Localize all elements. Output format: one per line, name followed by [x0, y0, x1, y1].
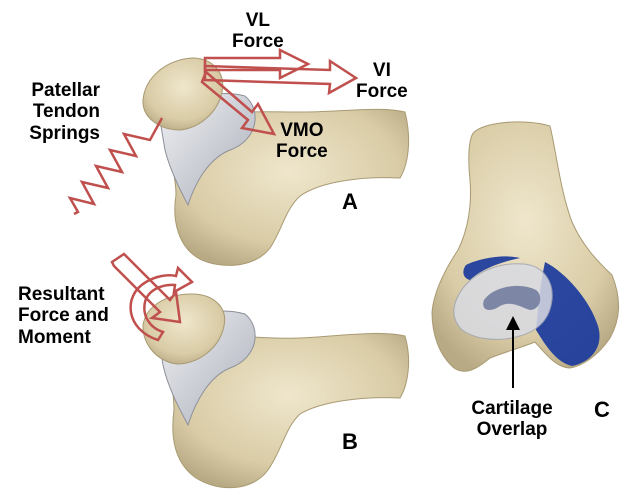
panel-a-label: A [342, 190, 358, 215]
vi-force-label-line2: Force [356, 81, 408, 102]
vmo-force-label: VMO Force [276, 120, 328, 163]
vmo-force-label-line1: VMO [276, 120, 328, 141]
patellar-tendon-label-line3: Springs [6, 123, 100, 144]
vi-force-label-line1: VI [356, 60, 408, 81]
vl-force-label-line1: VL [232, 10, 284, 31]
cartilage-label-line1: Cartilage [460, 398, 564, 419]
panel-b-label: B [342, 430, 358, 455]
vmo-force-label-line2: Force [276, 141, 328, 162]
resultant-label-line3: Moment [18, 327, 109, 348]
vl-force-label-line2: Force [232, 31, 284, 52]
vl-force-label: VL Force [232, 10, 284, 53]
vi-force-label: VI Force [356, 60, 408, 103]
cartilage-overlap-label: Cartilage Overlap [460, 398, 564, 441]
patellar-tendon-label-line2: Tendon [6, 101, 100, 122]
resultant-label-line1: Resultant [18, 284, 109, 305]
patellar-tendon-springs-label: Patellar Tendon Springs [6, 80, 100, 144]
cartilage-label-line2: Overlap [460, 419, 564, 440]
resultant-label-line2: Force and [18, 305, 109, 326]
panel-c-label: C [594, 398, 610, 423]
resultant-force-moment-label: Resultant Force and Moment [18, 284, 109, 348]
patellar-tendon-label-line1: Patellar [6, 80, 100, 101]
